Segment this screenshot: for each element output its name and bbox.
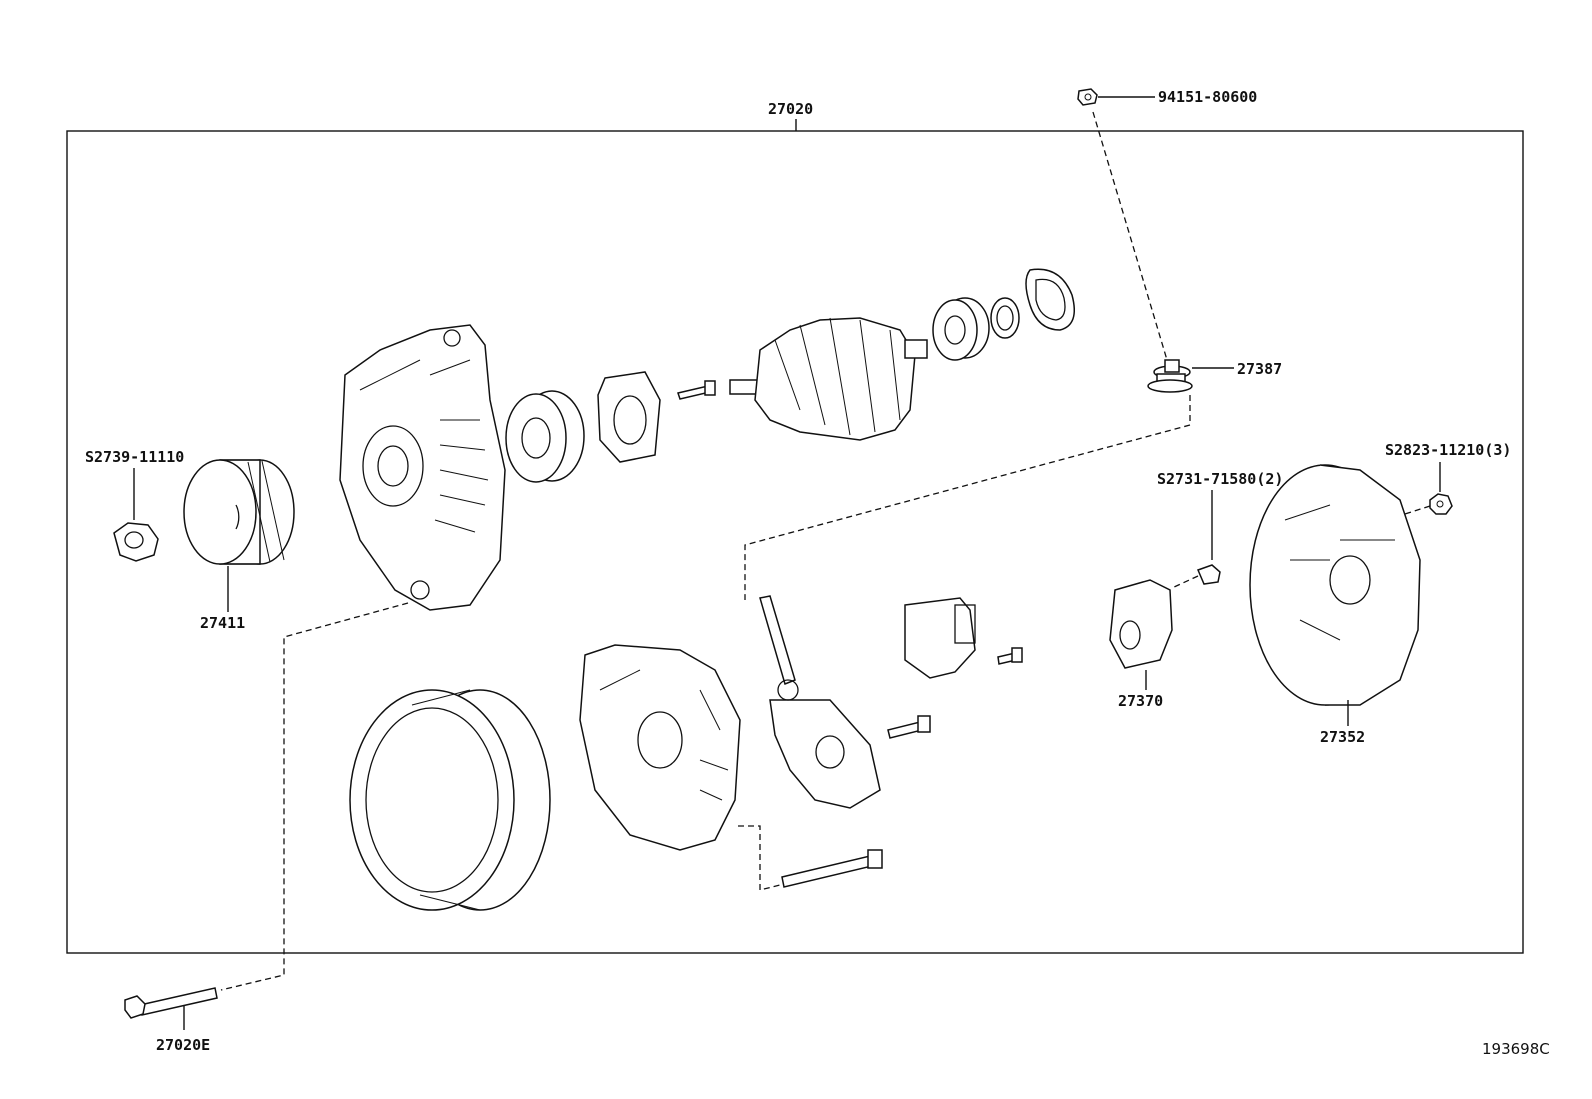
retainer-plate-icon[interactable]	[597, 371, 661, 463]
label-through-bolt[interactable]: 27020E	[156, 1036, 210, 1054]
label-brush-holder[interactable]: 27370	[1118, 692, 1163, 710]
long-bolt-dashed-path	[738, 825, 785, 891]
label-nut-top[interactable]: 94151-80600	[1158, 88, 1257, 106]
brush-holder-icon[interactable]	[1109, 579, 1173, 669]
rear-cover-icon[interactable]	[1249, 464, 1421, 706]
holder-bolt-icon[interactable]	[887, 715, 931, 739]
label-holder-screw[interactable]: S2731-71580(2)	[1157, 470, 1283, 488]
regulator-screw-icon[interactable]	[997, 647, 1023, 665]
washer-icon[interactable]	[990, 297, 1020, 339]
label-bushing[interactable]: 27387	[1237, 360, 1282, 378]
through-bolt-icon[interactable]	[124, 987, 218, 1019]
label-rear-cover[interactable]: 27352	[1320, 728, 1365, 746]
rectifier-holder-icon[interactable]	[759, 595, 881, 809]
label-assembly[interactable]: 27020	[768, 100, 813, 118]
drive-end-frame-icon[interactable]	[339, 324, 506, 611]
holder-screw-icon[interactable]	[1196, 564, 1221, 585]
assembly-boundary	[66, 130, 1524, 954]
stator-icon[interactable]	[349, 689, 551, 911]
rectifier-end-frame-icon[interactable]	[579, 644, 741, 851]
retainer-screw-icon[interactable]	[677, 380, 716, 400]
bushing-dashed-path	[744, 395, 1191, 600]
front-bearing-icon[interactable]	[505, 390, 585, 483]
label-pulley[interactable]: 27411	[200, 614, 245, 632]
pulley-icon[interactable]	[183, 459, 295, 565]
bushing-icon[interactable]	[1147, 359, 1193, 393]
nut-top-icon[interactable]	[1077, 88, 1098, 106]
cover-nut-dashed-path	[1404, 505, 1431, 515]
nut-top-dashed-path	[1092, 111, 1171, 371]
label-pulley-nut[interactable]: S2739-11110	[85, 448, 184, 466]
cover-nut-icon[interactable]	[1429, 493, 1453, 515]
catalog-code: 193698C	[1482, 1040, 1550, 1058]
rear-bearing-icon[interactable]	[932, 297, 990, 361]
long-bolt-icon[interactable]	[781, 849, 883, 888]
regulator-icon[interactable]	[904, 597, 976, 679]
label-cover-nut[interactable]: S2823-11210(3)	[1385, 441, 1511, 459]
rotor-icon[interactable]	[729, 317, 928, 441]
pulley-nut-icon[interactable]	[113, 522, 159, 562]
cover-ring-icon[interactable]	[1025, 268, 1075, 331]
holder-screw-dashed-path	[1171, 575, 1199, 589]
frame-dashed-path	[220, 602, 409, 991]
